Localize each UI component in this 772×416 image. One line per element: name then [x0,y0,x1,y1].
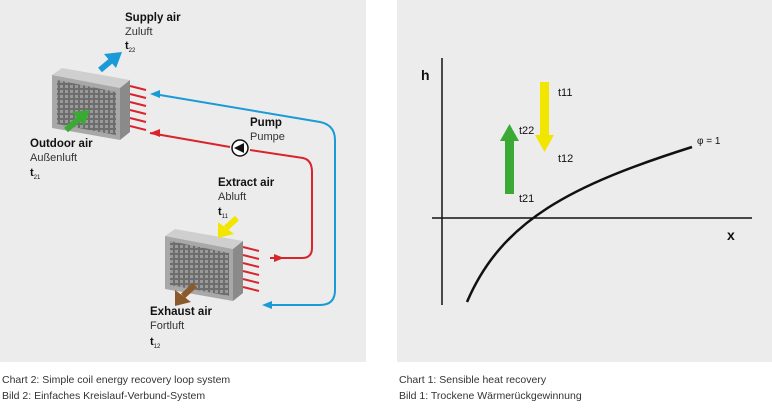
supply-pipe-arrow-2 [262,301,272,309]
cooling-arrow-down [535,82,554,152]
outdoor-air-de-label: Außenluft [30,152,78,164]
pump-de-label: Pumpe [250,131,285,143]
label-t21: t21 [519,193,534,205]
left-caption-de: Bild 2: Einfaches Kreislauf-Verbund-Syst… [2,390,206,402]
heating-arrow-up [500,124,519,194]
supply-pipe-arrow-1 [150,90,160,98]
extract-air-de-label: Abluft [218,191,247,203]
supply-air-symbol: t22 [125,40,136,55]
pump-label: Pump [250,117,282,129]
y-axis-label: h [421,67,430,83]
coil-loop-diagram [52,52,336,309]
left-caption-en: Chart 2: Simple coil energy recovery loo… [2,374,231,386]
supply-air-arrow [98,52,122,73]
label-t12: t12 [558,153,573,165]
right-caption-en: Chart 1: Sensible heat recovery [399,374,547,386]
pump-icon [231,139,249,157]
label-t22: t22 [519,125,534,137]
extract-air-arrow [218,215,240,238]
supply-air-label: Supply air [125,12,181,24]
curve-label: φ = 1 [697,136,721,147]
extract-air-symbol: t11 [218,206,228,221]
return-pipe [149,132,313,259]
outdoor-air-arrow [64,110,90,133]
exhaust-air-symbol: t12 [150,336,161,351]
sensible-heat-recovery-panel: h x φ = 1 t11 t12 t22 t21 [397,0,772,362]
exhaust-air-de-label: Fortluft [150,320,185,332]
outdoor-air-label: Outdoor air [30,138,93,150]
x-axis-label: x [727,227,735,243]
lower-coil-unit [165,229,260,301]
supply-air-de-label: Zuluft [125,26,153,38]
return-pipe-arrow-2 [274,254,284,262]
label-t11: t11 [558,87,572,99]
exhaust-air-arrow [175,282,198,306]
saturation-curve [465,145,693,303]
extract-air-label: Extract air [218,177,275,189]
coil-loop-diagram-panel: Supply air Zuluft t22 Outdoor air Außenl… [0,0,366,362]
supply-pipe [159,94,336,306]
return-pipe-arrow-1 [150,129,160,137]
outdoor-air-symbol: t21 [30,167,41,182]
exhaust-air-label: Exhaust air [150,306,212,318]
right-caption-de: Bild 1: Trockene Wärmerückgewinnung [399,390,582,402]
hx-chart: h x φ = 1 t11 t12 t22 t21 [421,58,752,305]
